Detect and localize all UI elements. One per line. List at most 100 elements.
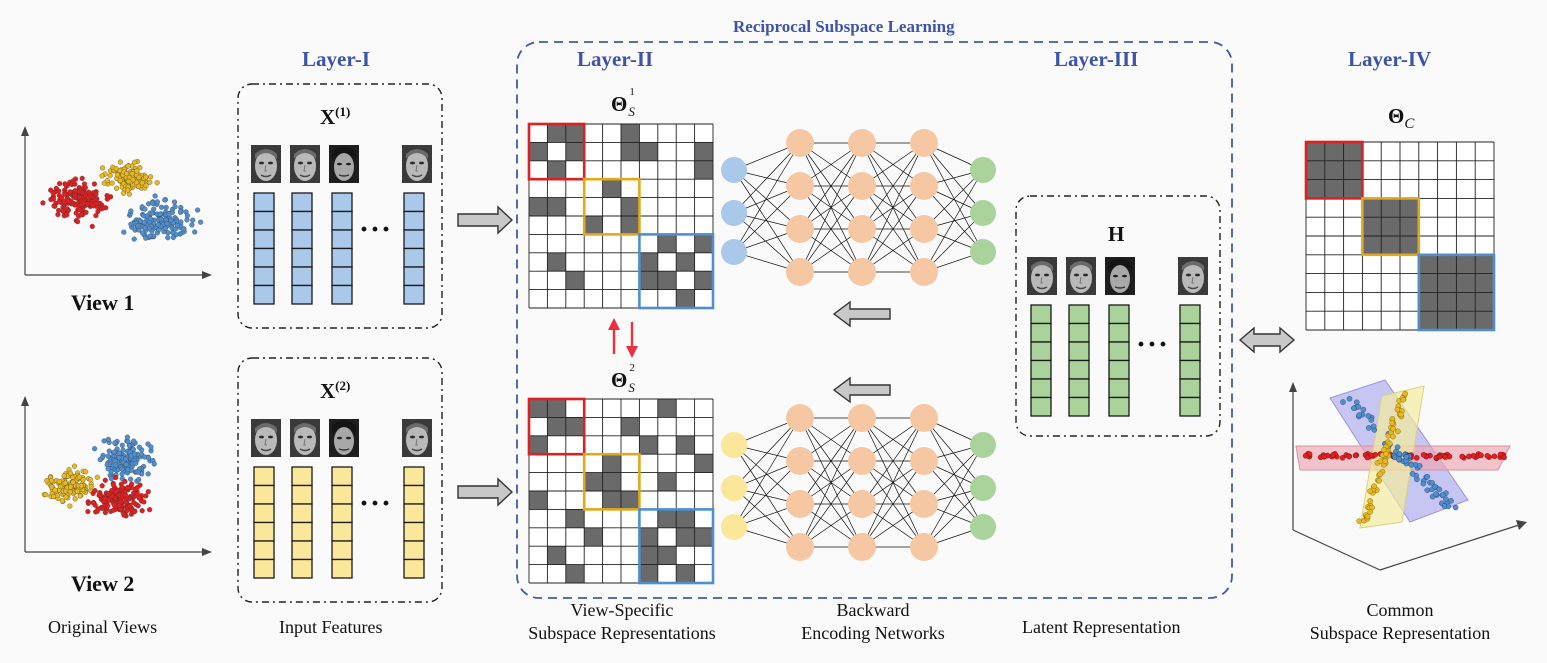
scatter-point [88, 484, 94, 490]
matrix-filled-cell [621, 216, 640, 235]
scatter-point [107, 173, 113, 179]
scatter-point [171, 199, 178, 205]
view2-axes [21, 396, 212, 556]
scatter-point [113, 475, 119, 481]
hidden-node [910, 129, 938, 157]
scatter-point [148, 174, 154, 180]
hidden-node [848, 490, 876, 518]
scatter-point [109, 180, 115, 186]
ellipsis: ··· [1136, 328, 1170, 361]
scatter-point [83, 469, 89, 475]
feature-cell [1179, 378, 1201, 399]
feature-cell [1179, 396, 1201, 417]
scatter-point [131, 438, 137, 444]
scatter-point [1424, 473, 1431, 480]
latent-faces [1026, 256, 1209, 296]
matrix-filled-cell [694, 142, 713, 161]
scatter-point [124, 171, 130, 177]
scatter-point [112, 440, 118, 446]
scatter-point [1390, 425, 1396, 432]
scatter-point [72, 188, 78, 194]
cluster-block [1304, 140, 1364, 200]
feature-cell [1108, 341, 1130, 362]
scatter-point [1321, 453, 1327, 460]
feature-cell [331, 247, 353, 268]
scatter-point [99, 206, 105, 212]
scatter-point [97, 457, 103, 463]
view1-faces [250, 144, 433, 184]
face-icon [328, 418, 360, 458]
scatter-point [1403, 454, 1410, 460]
hidden-node [910, 215, 938, 243]
matrix-filled-cell [1306, 160, 1325, 180]
block-arrow-right-icon [457, 477, 514, 507]
hidden-node [786, 258, 814, 286]
matrix-filled-cell [565, 509, 585, 528]
scatter-point [124, 507, 130, 513]
scatter-point [55, 212, 61, 218]
scatter-point [1367, 509, 1373, 515]
theta-c-matrix [1304, 140, 1496, 332]
feature-cell [253, 284, 275, 305]
scatter-point [147, 179, 153, 185]
scatter-point [1351, 405, 1357, 411]
feature-cell [403, 540, 425, 561]
hidden-node [848, 447, 876, 475]
scatter-point [125, 163, 131, 169]
matrix-filled-cell [1475, 273, 1494, 293]
feature-cell [291, 540, 313, 561]
network-edge [861, 142, 925, 273]
matrix-filled-cell [584, 216, 603, 235]
scatter-point [56, 207, 62, 213]
feature-cell [331, 229, 353, 250]
matrix-filled-cell [565, 564, 585, 583]
feature-cell [331, 210, 353, 231]
matrix-filled-cell [565, 142, 585, 161]
scatter-point [1330, 452, 1336, 458]
feature-cell [1068, 396, 1090, 417]
matrix-filled-cell [1381, 198, 1400, 218]
scatter-point [125, 484, 131, 490]
common-subspace-3d-plot [1289, 379, 1527, 571]
scatter-point [1443, 496, 1449, 502]
block-arrow-right-icon [457, 205, 514, 235]
scatter-point [110, 482, 117, 488]
feature-cell [253, 540, 275, 561]
matrix-filled-cell [1343, 160, 1363, 180]
scatter-point [53, 185, 59, 191]
scatter-point [61, 473, 67, 479]
scatter-point [1497, 451, 1504, 458]
matrix-filled-cell [1418, 273, 1438, 293]
scatter-point [1352, 452, 1359, 459]
scatter-point [1420, 452, 1427, 458]
face-icon [250, 144, 282, 184]
matrix-filled-cell [657, 472, 677, 491]
scatter-point [91, 181, 97, 187]
scatter-point [114, 185, 120, 191]
scatter-point [128, 221, 134, 227]
scatter-point [1370, 423, 1377, 430]
scatter-point [1356, 412, 1362, 418]
network-edge [799, 417, 863, 548]
scatter-point [145, 471, 151, 477]
scatter-point [77, 493, 83, 499]
scatter-point [67, 503, 73, 509]
network-edge [733, 212, 801, 273]
scatter-point [147, 507, 153, 513]
matrix-filled-cell [676, 252, 695, 272]
matrix-filled-cell [1343, 179, 1363, 199]
view1-scatter [40, 158, 204, 242]
matrix-filled-cell [602, 454, 621, 473]
scatter-point [1491, 453, 1498, 460]
scatter-point [142, 454, 148, 460]
feature-cell [253, 192, 275, 213]
scatter-point [1501, 454, 1507, 461]
scatter-point [40, 200, 46, 206]
caption-latent-representation: Latent Representation [1022, 617, 1181, 637]
network-edge [733, 185, 801, 253]
matrix-filled-cell [621, 197, 640, 216]
scatter-point [70, 178, 76, 184]
matrix-filled-cell [1306, 142, 1325, 161]
matrix-filled-cell [529, 399, 548, 418]
matrix-filled-cell [657, 234, 677, 253]
